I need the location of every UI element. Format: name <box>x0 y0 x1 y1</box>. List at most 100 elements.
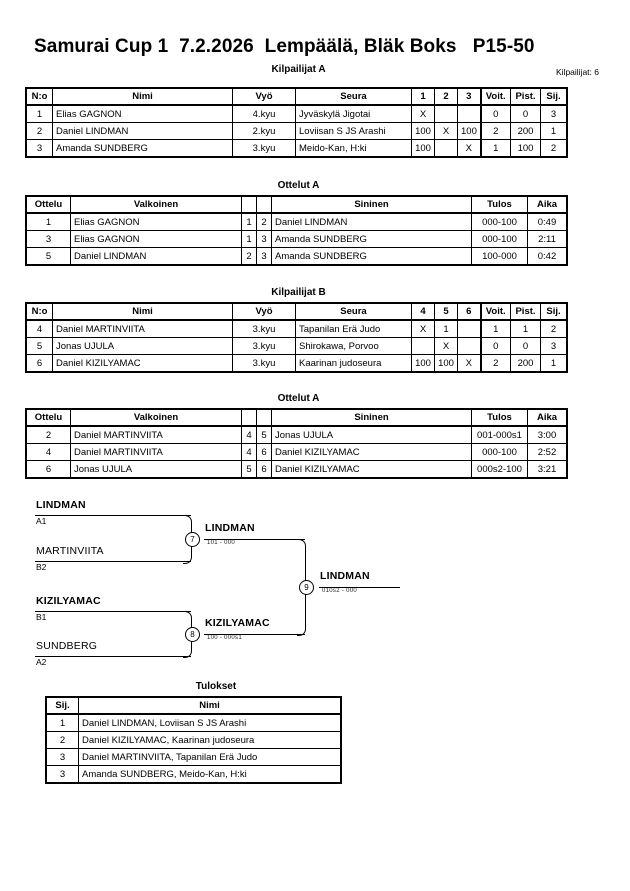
cell-match: 4 <box>26 443 71 461</box>
cell-blue-no: 3 <box>256 247 272 265</box>
cell-m5: 100 <box>434 354 458 372</box>
bracket-sf-rule <box>204 634 305 635</box>
cell-m3: X <box>457 139 481 157</box>
col-m5: 5 <box>434 303 458 321</box>
cell-wins: 1 <box>479 319 511 338</box>
col-result: Tulos <box>471 409 528 427</box>
cell-blue-no: 5 <box>256 425 272 444</box>
cell-club: Kaarinan judoseura <box>295 354 412 372</box>
cell-blue: Amanda SUNDBERG <box>271 247 472 265</box>
cell-time: 3:21 <box>527 460 567 478</box>
cell-no: 3 <box>26 139 53 157</box>
cell-name: Daniel KIZILYAMAC, Kaarinan judoseura <box>78 731 341 749</box>
cell-rank: 3 <box>46 748 79 766</box>
cell-white-no: 1 <box>241 230 257 248</box>
bracket-entry-name: MARTINVIITA <box>36 545 104 557</box>
cell-name: Daniel LINDMAN <box>52 122 233 140</box>
col-belt: Vyö <box>232 88 296 106</box>
cell-m2: X <box>434 122 458 140</box>
cell-points: 0 <box>510 337 541 355</box>
cell-club: Shirokawa, Porvoo <box>295 337 412 355</box>
col-result: Tulos <box>471 196 528 214</box>
cell-wins: 0 <box>479 337 511 355</box>
bracket-sf-score: 100 - 000s1 <box>207 635 242 641</box>
cell-wins: 2 <box>479 122 511 140</box>
cell-belt: 2.kyu <box>232 122 296 140</box>
col-club: Seura <box>295 88 412 106</box>
bracket-entry-seed: B2 <box>36 562 47 572</box>
col-m3: 3 <box>457 88 481 106</box>
cell-rank: 2 <box>46 731 79 749</box>
matches-a-table: Ottelu Valkoinen Sininen Tulos Aika 1 El… <box>25 195 568 266</box>
col-white-no <box>241 196 257 214</box>
col-name: Nimi <box>78 697 341 715</box>
matches-b-header-row: Ottelu Valkoinen Sininen Tulos Aika <box>26 409 567 427</box>
cell-match: 5 <box>26 247 71 265</box>
col-blue-no <box>256 196 272 214</box>
page-title: Samurai Cup 1 7.2.2026 Lempäälä, Bläk Bo… <box>34 36 535 57</box>
pool-b-caption: Kilpailijat B <box>271 287 326 298</box>
cell-white-no: 1 <box>241 212 257 231</box>
cell-name: Amanda SUNDBERG, Meido-Kan, H:ki <box>78 765 341 783</box>
col-wins: Voit. <box>479 88 511 106</box>
cell-white: Jonas UJULA <box>70 460 242 478</box>
table-row: 2 Daniel MARTINVIITA 4 5 Jonas UJULA 001… <box>26 425 567 444</box>
col-no: N:o <box>26 88 53 106</box>
cell-rank: 1 <box>540 122 567 140</box>
cell-match: 1 <box>26 212 71 231</box>
table-row: 1 Elias GAGNON 4.kyu Jyväskylä Jigotai X… <box>26 104 567 123</box>
cell-name: Amanda SUNDBERG <box>52 139 233 157</box>
elimination-bracket: LINDMAN A1 MARTINVIITA B2 7 LINDMAN 101 … <box>0 495 630 675</box>
cell-time: 2:11 <box>527 230 567 248</box>
col-white: Valkoinen <box>70 196 242 214</box>
cell-m6 <box>457 337 481 355</box>
matches-a-caption: Ottelut A <box>277 180 320 191</box>
cell-m6 <box>457 319 481 338</box>
col-rank: Sij. <box>540 303 567 321</box>
table-row: 3 Daniel MARTINVIITA, Tapanilan Erä Judo <box>46 748 341 766</box>
cell-belt: 4.kyu <box>232 104 296 123</box>
pool-b-header-row: N:o Nimi Vyö Seura 4 5 6 Voit. Pist. Sij… <box>26 303 567 321</box>
bracket-match-node-9: 9 <box>299 580 314 595</box>
cell-rank: 3 <box>540 104 567 123</box>
bracket-match-node-7: 7 <box>185 532 200 547</box>
cell-result: 100-000 <box>471 247 528 265</box>
cell-m4: X <box>411 319 435 338</box>
cell-name: Daniel LINDMAN, Loviisan S JS Arashi <box>78 713 341 732</box>
table-row: 5 Daniel LINDMAN 2 3 Amanda SUNDBERG 100… <box>26 247 567 265</box>
cell-blue: Daniel KIZILYAMAC <box>271 460 472 478</box>
cell-m2 <box>434 104 458 123</box>
col-rank: Sij. <box>540 88 567 106</box>
cell-rank: 1 <box>540 354 567 372</box>
bracket-entry-seed: B1 <box>36 612 47 622</box>
cell-no: 4 <box>26 319 53 338</box>
bracket-final-winner: LINDMAN <box>320 570 370 582</box>
cell-white: Daniel LINDMAN <box>70 247 242 265</box>
cell-result: 000-100 <box>471 212 528 231</box>
cell-club: Jyväskylä Jigotai <box>295 104 412 123</box>
col-m1: 1 <box>411 88 435 106</box>
cell-m1: 100 <box>411 139 435 157</box>
cell-club: Loviisan S JS Arashi <box>295 122 412 140</box>
cell-time: 0:49 <box>527 212 567 231</box>
matches-a-header-row: Ottelu Valkoinen Sininen Tulos Aika <box>26 196 567 214</box>
cell-points: 1 <box>510 319 541 338</box>
bracket-match-node-8: 8 <box>185 627 200 642</box>
cell-blue: Daniel LINDMAN <box>271 212 472 231</box>
col-no: N:o <box>26 303 53 321</box>
col-m4: 4 <box>411 303 435 321</box>
table-row: 2 Daniel LINDMAN 2.kyu Loviisan S JS Ara… <box>26 122 567 140</box>
cell-belt: 3.kyu <box>232 337 296 355</box>
cell-name: Jonas UJULA <box>52 337 233 355</box>
cell-match: 3 <box>26 230 71 248</box>
col-blue: Sininen <box>271 196 472 214</box>
col-time: Aika <box>527 409 567 427</box>
cell-wins: 1 <box>479 139 511 157</box>
cell-result: 000-100 <box>471 230 528 248</box>
cell-result: 000s2-100 <box>471 460 528 478</box>
cell-club: Meido-Kan, H:ki <box>295 139 412 157</box>
col-name: Nimi <box>52 303 233 321</box>
cell-rank: 2 <box>540 139 567 157</box>
bracket-sf-score: 101 - 000 <box>207 540 236 546</box>
col-name: Nimi <box>52 88 233 106</box>
